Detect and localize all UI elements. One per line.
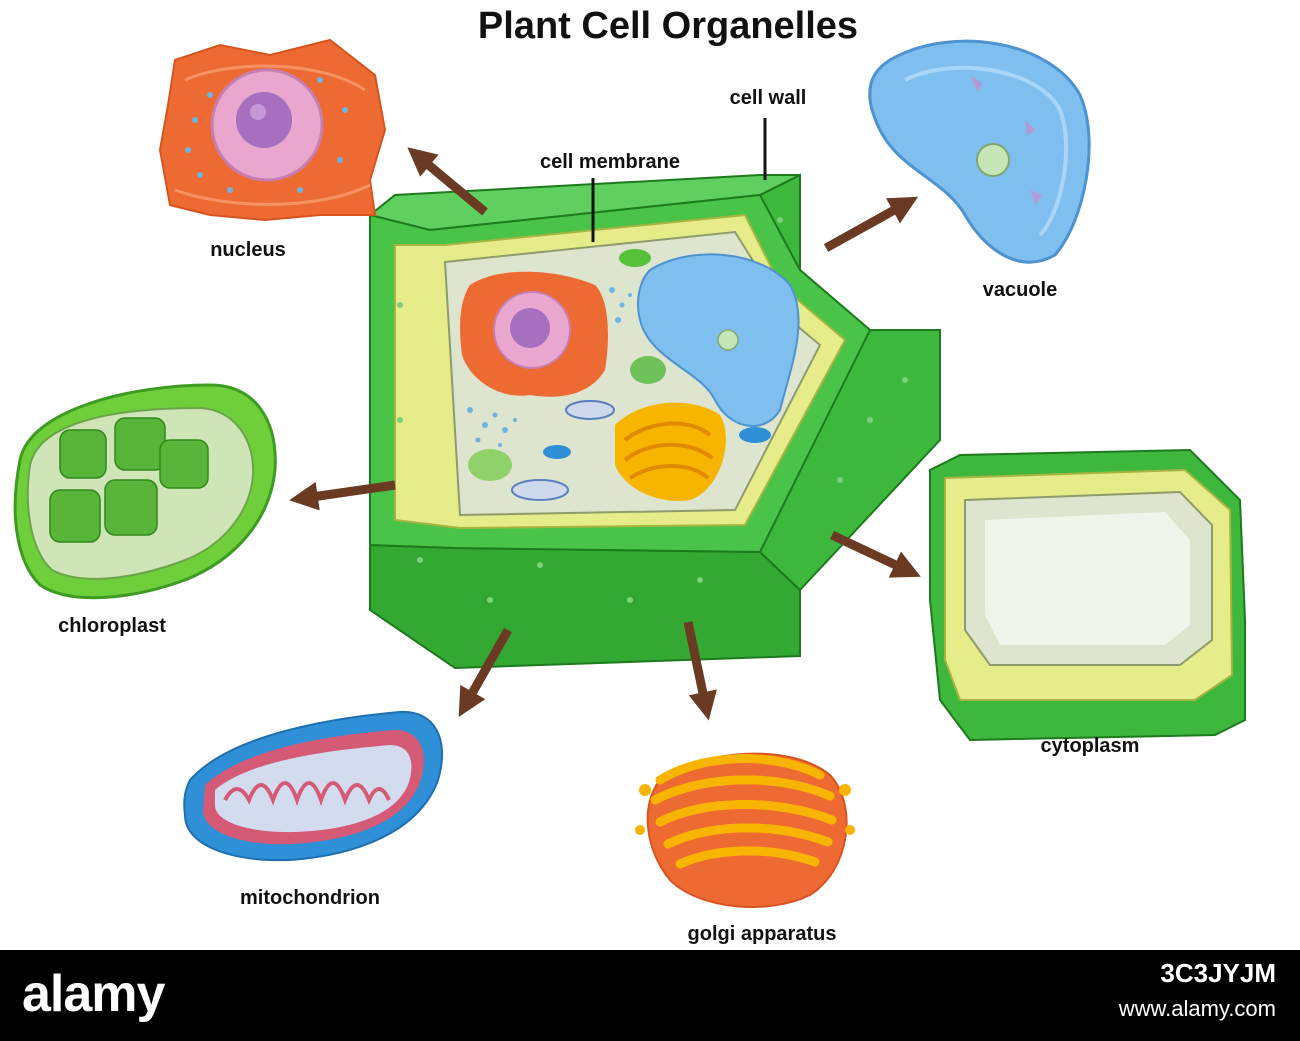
label-cell-membrane: cell membrane	[540, 151, 680, 173]
label-cytoplasm: cytoplasm	[1041, 735, 1140, 757]
label-vacuole: vacuole	[983, 279, 1057, 301]
label-chloroplast: chloroplast	[58, 615, 166, 637]
site-url: www.alamy.com	[1118, 996, 1276, 1021]
arrow-to-chloroplast	[289, 480, 396, 511]
arrow-to-cytoplasm	[830, 530, 921, 578]
brand-logo: alamy	[22, 965, 165, 1023]
label-nucleus: nucleus	[210, 239, 286, 261]
plant-cell-diagram: Plant Cell Organelles	[13, 5, 1246, 945]
central-plant-cell	[367, 173, 941, 670]
watermark-footer: alamy 3C3JYJM www.alamy.com	[0, 950, 1300, 1041]
arrow-to-vacuole	[823, 196, 919, 252]
label-mitochondrion: mitochondrion	[240, 887, 380, 909]
label-cell-wall: cell wall	[730, 87, 807, 109]
cytoplasm-illustration	[929, 448, 1246, 742]
mitochondrion-illustration	[183, 710, 443, 862]
label-golgi-apparatus: golgi apparatus	[688, 923, 837, 945]
arrow-to-nucleus	[407, 147, 488, 216]
arrow-to-golgi	[683, 621, 717, 721]
image-id: 3C3JYJM	[1160, 958, 1276, 988]
golgi-apparatus-illustration	[635, 752, 855, 908]
arrow-to-mitochondrion	[458, 627, 512, 718]
chloroplast-illustration	[13, 383, 277, 600]
vacuole-illustration	[868, 39, 1091, 264]
diagram-title: Plant Cell Organelles	[478, 5, 858, 47]
nucleus-illustration	[158, 38, 387, 222]
